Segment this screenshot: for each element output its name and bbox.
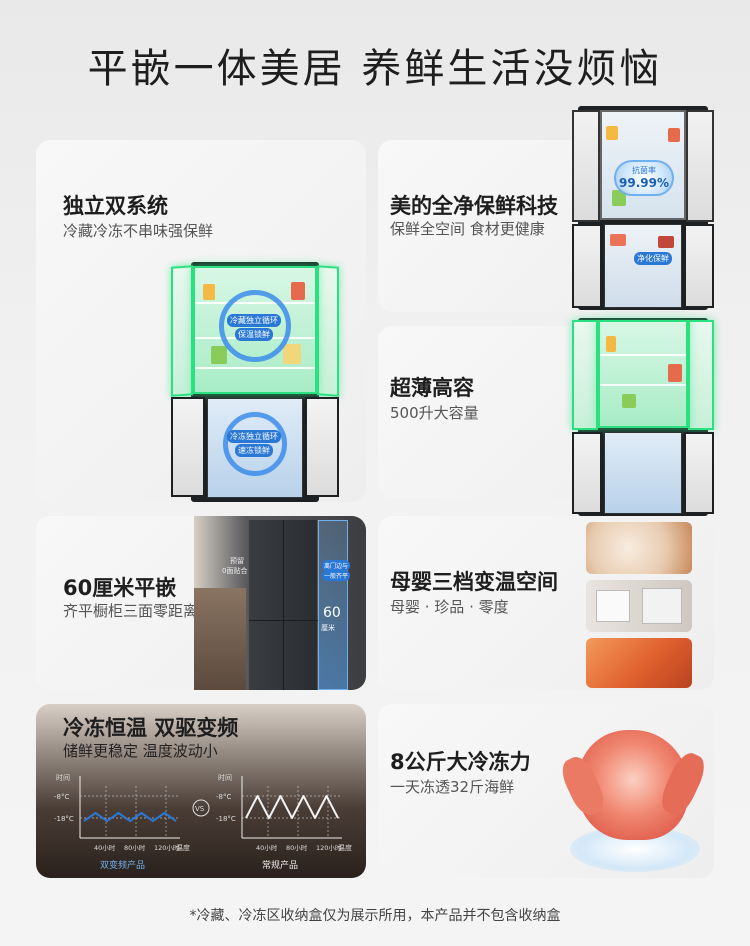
card-title: 美的全净保鲜科技 xyxy=(390,194,558,218)
chart-y-tick: -8°C xyxy=(216,793,231,801)
chart-x-tick: 40小时 xyxy=(94,843,116,852)
card-subtitle: 保鲜全空间 食材更健康 xyxy=(390,220,545,238)
chart-y-tick: -18°C xyxy=(216,815,236,823)
card-subtitle: 一天冻透32斤海鲜 xyxy=(390,778,515,796)
card-title: 8公斤大冷冻力 xyxy=(390,750,531,774)
purify-tag: 净化保鲜 xyxy=(634,252,672,265)
card-subtitle: 齐平橱柜三面零距离 xyxy=(63,602,199,620)
airflow-swirl-icon xyxy=(223,412,287,476)
fridge-illustration-fresh: 抗菌率 99.99% 净化保鲜 xyxy=(572,106,714,310)
chart-y-tick: -8°C xyxy=(54,793,69,801)
card-title: 60厘米平嵌 xyxy=(63,576,177,600)
card-title: 冷冻恒温 双驱变频 xyxy=(63,716,239,740)
card-constant-temp: 冷冻恒温 双驱变频 储鲜更稳定 温度波动小 时间温度 -8°C -18°C 40小时 8… xyxy=(36,704,366,878)
chart-title: 双变频产品 xyxy=(100,859,145,871)
fridge-illustration-dual: 冷藏独立循环 保温锁鲜 冷冻独立循环 速冻锁鲜 xyxy=(171,262,339,502)
photo-dumplings xyxy=(586,522,692,574)
fridge-illustration-thin xyxy=(572,318,714,516)
photo-crab-ice xyxy=(556,716,711,874)
card-subtitle: 储鲜更稳定 温度波动小 xyxy=(63,742,218,760)
card-freeze-power: 8公斤大冷冻力 一天冻透32斤海鲜 xyxy=(378,704,714,878)
chart-x-tick: 40小时 xyxy=(256,843,278,852)
vs-badge xyxy=(192,799,210,817)
card-dual-system: 独立双系统 冷藏冷冻不串味强保鲜 冷藏独立循环 保温锁鲜 冷冻独立循环 速冻锁鲜 xyxy=(36,140,366,502)
card-flat-embed: 60厘米平嵌 齐平橱柜三面零距离 60 厘米 预留 0面贴合 离门边与 一般齐平 xyxy=(36,516,366,690)
chart-title: 常规产品 xyxy=(262,859,298,871)
depth-indicator: 60 厘米 xyxy=(318,520,348,690)
chart-x-label: 温度 xyxy=(338,843,352,852)
card-variable-temp: 母婴三档变温空间 母婴 · 珍品 · 零度 xyxy=(378,516,714,690)
chart-x-tick: 120小时 xyxy=(154,843,180,852)
kitchen-scene: 60 厘米 预留 0面贴合 离门边与 一般齐平 xyxy=(194,516,366,690)
chart-y-label: 时间 xyxy=(56,773,70,782)
page-title: 平嵌一体美居 养鲜生活没烦恼 xyxy=(87,46,663,92)
airflow-swirl-icon xyxy=(219,290,291,362)
card-subtitle: 冷藏冷冻不串味强保鲜 xyxy=(63,222,214,240)
cabinet-left xyxy=(194,588,246,690)
card-subtitle: 母婴 · 珍品 · 零度 xyxy=(390,598,509,616)
chart-x-tick: 80小时 xyxy=(286,843,308,852)
card-subtitle: 500升大容量 xyxy=(390,404,479,422)
photo-salmon xyxy=(586,638,692,688)
chart-x-label: 温度 xyxy=(176,843,190,852)
card-title: 母婴三档变温空间 xyxy=(390,570,558,594)
chart-y-label: 时间 xyxy=(218,773,232,782)
card-title: 独立双系统 xyxy=(63,194,168,218)
chart-x-tick: 120小时 xyxy=(316,843,342,852)
footnote: *冷藏、冷冻区收纳盒仅为展示所用，本产品并不包含收纳盒 xyxy=(189,908,561,924)
fridge-embedded xyxy=(248,520,319,690)
airflow-tag: 冷冻独立循环 xyxy=(227,430,281,443)
chart-x-tick: 80小时 xyxy=(124,843,146,852)
card-title: 超薄高容 xyxy=(390,376,474,400)
chart-series-line xyxy=(83,812,177,822)
chart-series-line xyxy=(245,795,339,819)
vs-label: VS xyxy=(195,805,205,813)
airflow-tag: 速冻锁鲜 xyxy=(235,444,273,457)
airflow-tag: 冷藏独立循环 xyxy=(227,314,281,327)
chart-y-tick: -18°C xyxy=(54,815,74,823)
airflow-tag: 保温锁鲜 xyxy=(235,328,273,341)
antibacterial-badge: 抗菌率 99.99% xyxy=(614,160,674,196)
photo-storage xyxy=(586,580,692,632)
